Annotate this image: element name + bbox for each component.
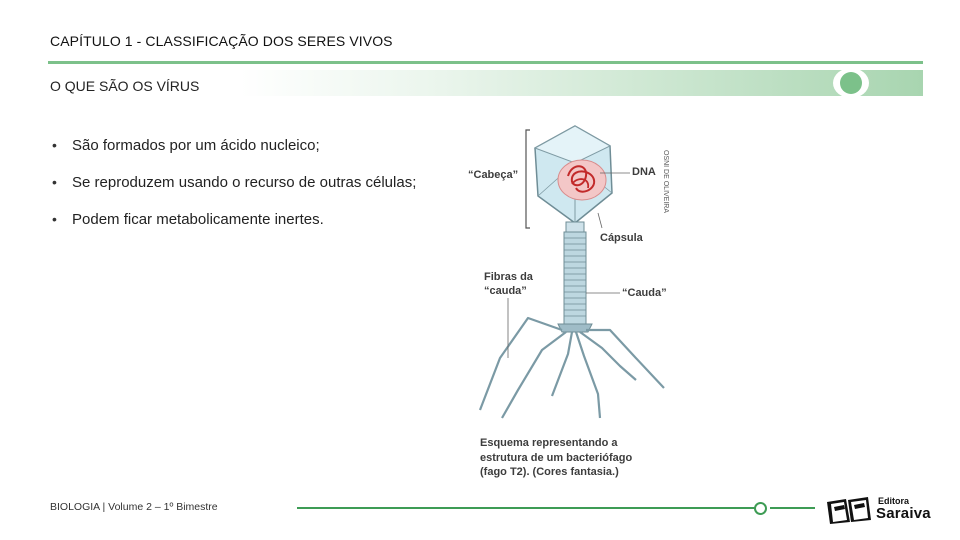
- bullet-icon: •: [52, 137, 72, 153]
- publisher-logo: Editora Saraiva: [824, 494, 942, 526]
- logo-saraiva-text: Saraiva: [876, 505, 931, 522]
- footer-circle-ornament: [754, 502, 767, 515]
- head-label: “Cabeça”: [468, 168, 518, 182]
- section-circle-ornament: [833, 68, 869, 98]
- tail-label: “Cauda”: [622, 286, 667, 300]
- bullet-icon: •: [52, 211, 72, 227]
- bullet-text: São formados por um ácido nucleico;: [72, 137, 320, 154]
- circle-dot: [840, 72, 862, 94]
- fibers-label-line1: Fibras da: [484, 270, 533, 284]
- fibers-label: Fibras da “cauda”: [484, 270, 533, 298]
- footer-text: BIOLOGIA | Volume 2 – 1º Bimestre: [50, 501, 218, 513]
- bullet-item: • Se reproduzem usando o recurso de outr…: [52, 172, 416, 192]
- bullet-icon: •: [52, 174, 72, 190]
- book-logo-icon: [824, 494, 874, 526]
- figure-credit: OSNI DE OLIVEIRA: [662, 150, 669, 213]
- section-title: O QUE SÃO OS VÍRUS: [50, 78, 199, 94]
- bullet-list: • São formados por um ácido nucleico; • …: [52, 135, 416, 246]
- chapter-title: CAPÍTULO 1 - CLASSIFICAÇÃO DOS SERES VIV…: [50, 33, 393, 49]
- header-divider: [48, 61, 923, 64]
- bullet-item: • Podem ficar metabolicamente inertes.: [52, 209, 416, 229]
- footer-divider-right: [770, 507, 815, 509]
- bullet-text: Se reproduzem usando o recurso de outras…: [72, 174, 416, 191]
- figure-caption: Esquema representando a estrutura de um …: [480, 436, 650, 480]
- dna-label: DNA: [632, 165, 656, 179]
- capsule-label: Cápsula: [600, 231, 643, 245]
- bullet-item: • São formados por um ácido nucleico;: [52, 135, 416, 155]
- bullet-text: Podem ficar metabolicamente inertes.: [72, 211, 324, 228]
- fibers-label-line2: “cauda”: [484, 284, 533, 298]
- footer-divider: [297, 507, 757, 509]
